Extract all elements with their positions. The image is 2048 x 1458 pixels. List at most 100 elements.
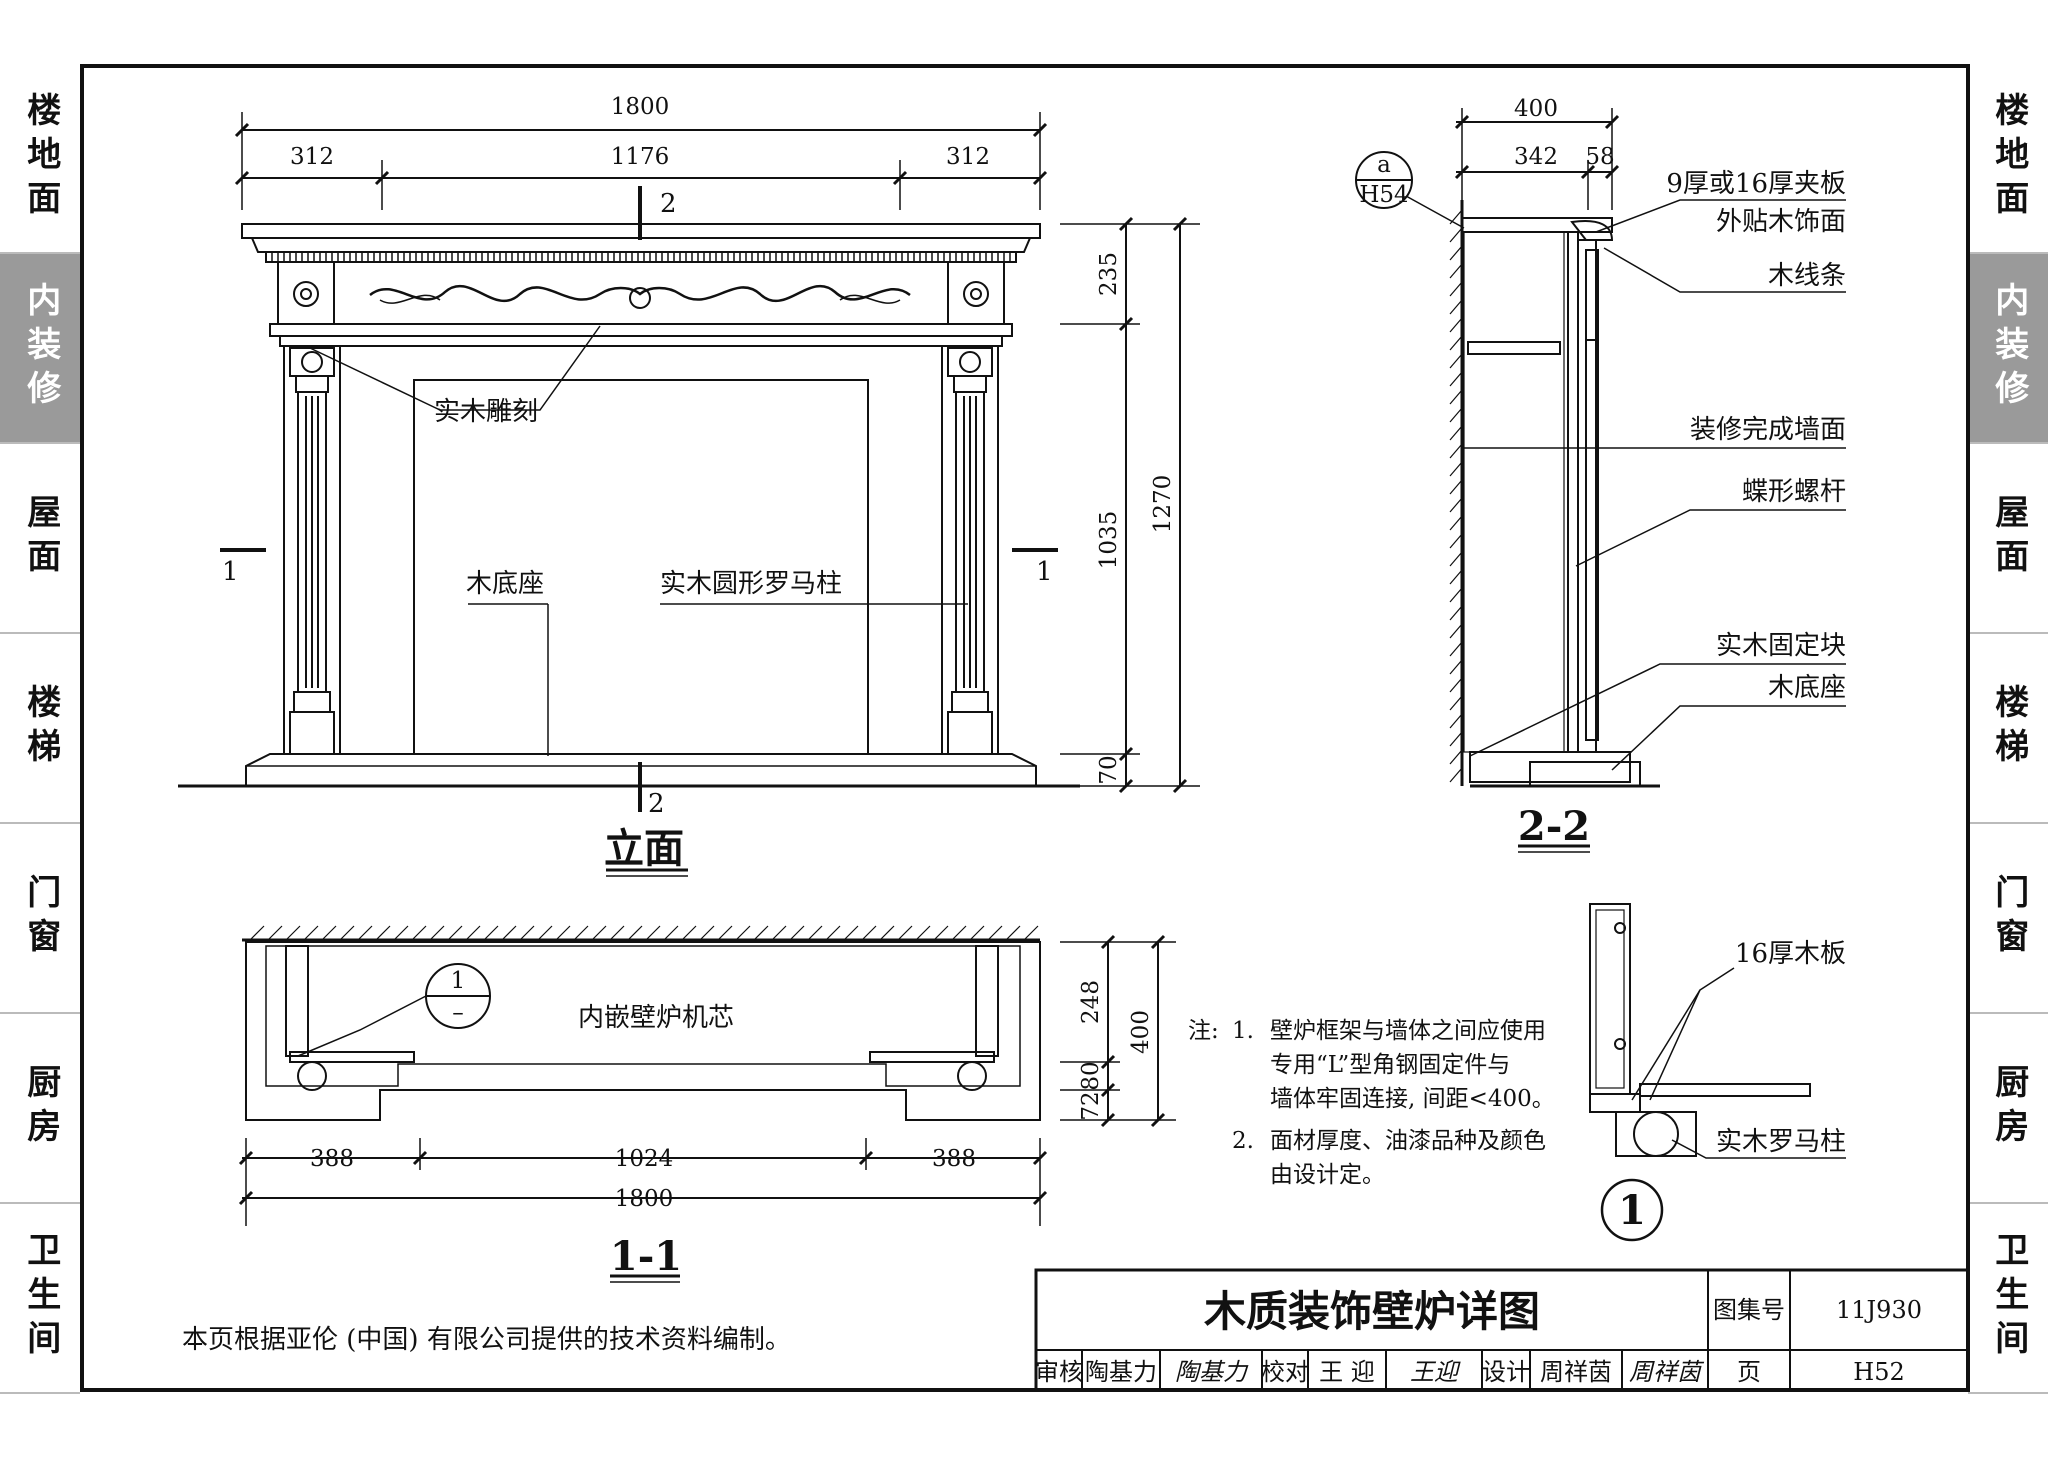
label-plywood-2: 外贴木饰面 bbox=[1716, 207, 1846, 237]
design-label: 设计 bbox=[1482, 1358, 1530, 1386]
dim-11-400: 400 bbox=[1128, 1010, 1154, 1054]
label-bolt: 蝶形螺杆 bbox=[1742, 477, 1846, 507]
label-insert: 内嵌壁炉机芯 bbox=[578, 1003, 734, 1033]
atlas-number: 11J930 bbox=[1836, 1296, 1922, 1324]
dim-22-b: 58 bbox=[1585, 144, 1614, 170]
right-tab-label: 楼梯 bbox=[1988, 684, 2029, 772]
section-11-title: 1-1 bbox=[610, 1233, 682, 1280]
label-base: 木底座 bbox=[466, 569, 544, 599]
note-1-line-3: 墙体牢固连接, 间距<400。 bbox=[1270, 1086, 1555, 1112]
left-tab-label: 楼地面 bbox=[20, 92, 61, 224]
right-tab-label: 厨房 bbox=[1988, 1064, 2029, 1152]
reviewer-signature: 陶基力 bbox=[1175, 1358, 1249, 1386]
detail-ref-1: 1 bbox=[451, 968, 466, 994]
checker-name: 王 迎 bbox=[1319, 1358, 1375, 1386]
review-label: 审核 bbox=[1035, 1358, 1083, 1386]
reviewer-name: 陶基力 bbox=[1085, 1358, 1157, 1386]
section-mark-2-bottom: 2 bbox=[648, 789, 665, 819]
right-tab-3[interactable]: 楼梯 bbox=[1968, 634, 2048, 824]
designer-signature: 周祥茵 bbox=[1629, 1358, 1705, 1386]
left-tab-label: 楼梯 bbox=[20, 684, 61, 772]
right-chapter-tabs: 楼地面内装修屋面楼梯门窗厨房卫生间 bbox=[1968, 64, 2048, 1394]
section-mark-1-left: 1 bbox=[222, 557, 239, 587]
label-plywood-1: 9厚或16厚夹板 bbox=[1666, 169, 1846, 199]
detail-ref-h54: H54 bbox=[1359, 182, 1408, 208]
designer-name: 周祥茵 bbox=[1540, 1358, 1612, 1386]
left-tab-label: 厨房 bbox=[20, 1064, 61, 1152]
left-tab-0[interactable]: 楼地面 bbox=[0, 64, 80, 254]
detail-ref-dash: – bbox=[452, 1000, 464, 1026]
left-tab-1[interactable]: 内装修 bbox=[0, 254, 80, 444]
section-22-title: 2-2 bbox=[1518, 803, 1590, 850]
sheet-border bbox=[80, 64, 1970, 1392]
notes-prefix: 注: bbox=[1188, 1018, 1219, 1044]
section-mark-2-top: 2 bbox=[660, 189, 677, 219]
label-board: 16厚木板 bbox=[1735, 939, 1846, 969]
right-tab-label: 内装修 bbox=[1988, 282, 2029, 414]
label-block: 实木固定块 bbox=[1716, 631, 1846, 661]
right-tab-4[interactable]: 门窗 bbox=[1968, 824, 2048, 1014]
note-1-num: 1. bbox=[1232, 1018, 1254, 1044]
note-1-line-1: 壁炉框架与墙体之间应使用 bbox=[1270, 1018, 1546, 1044]
dim-11-248: 248 bbox=[1078, 980, 1104, 1024]
sheet-title: 木质装饰壁炉详图 bbox=[1204, 1287, 1540, 1336]
right-tab-6[interactable]: 卫生间 bbox=[1968, 1204, 2048, 1394]
left-tab-label: 卫生间 bbox=[20, 1232, 61, 1364]
note-2-num: 2. bbox=[1232, 1128, 1254, 1154]
left-tab-4[interactable]: 门窗 bbox=[0, 824, 80, 1014]
dim-left: 312 bbox=[290, 144, 334, 170]
dim-11-left: 388 bbox=[310, 1146, 354, 1172]
left-tab-6[interactable]: 卫生间 bbox=[0, 1204, 80, 1394]
right-tab-0[interactable]: 楼地面 bbox=[1968, 64, 2048, 254]
elevation-title: 立面 bbox=[604, 825, 684, 872]
section-2-2-view bbox=[1355, 108, 1846, 853]
label-wall: 装修完成墙面 bbox=[1690, 415, 1846, 445]
footer-note: 本页根据亚伦 (中国) 有限公司提供的技术资料编制。 bbox=[182, 1325, 791, 1355]
right-tab-label: 屋面 bbox=[1988, 494, 2029, 582]
dim-11-middle: 1024 bbox=[615, 1146, 674, 1172]
right-tab-2[interactable]: 屋面 bbox=[1968, 444, 2048, 634]
left-tab-3[interactable]: 楼梯 bbox=[0, 634, 80, 824]
detail-1-marker: 1 bbox=[1618, 1187, 1646, 1234]
checker-signature: 王迎 bbox=[1410, 1358, 1461, 1386]
dim-11-72: 72 bbox=[1078, 1091, 1104, 1120]
dim-11-right: 388 bbox=[932, 1146, 976, 1172]
check-label: 校对 bbox=[1261, 1358, 1309, 1386]
dim-top-band: 235 bbox=[1096, 252, 1122, 296]
left-tab-label: 内装修 bbox=[20, 282, 61, 414]
right-tab-1[interactable]: 内装修 bbox=[1968, 254, 2048, 444]
section-mark-1-right: 1 bbox=[1036, 557, 1053, 587]
label-molding: 木线条 bbox=[1768, 261, 1846, 291]
left-tab-5[interactable]: 厨房 bbox=[0, 1014, 80, 1204]
dim-11-total: 1800 bbox=[615, 1186, 674, 1212]
label-base-22: 木底座 bbox=[1768, 673, 1846, 703]
detail-ref-a: a bbox=[1377, 152, 1391, 178]
right-tab-label: 门窗 bbox=[1988, 874, 2029, 962]
title-block bbox=[1034, 1268, 1970, 1392]
elevation-view bbox=[178, 112, 1200, 877]
label-roman-column: 实木罗马柱 bbox=[1716, 1127, 1846, 1157]
label-carving: 实木雕刻 bbox=[434, 397, 538, 427]
note-2-line-2: 由设计定。 bbox=[1270, 1162, 1385, 1188]
detail-1-view bbox=[1589, 903, 1846, 1242]
page-label: 页 bbox=[1737, 1358, 1761, 1386]
dim-middle: 1176 bbox=[611, 144, 670, 170]
left-tab-label: 门窗 bbox=[20, 874, 61, 962]
atlas-label: 图集号 bbox=[1713, 1296, 1785, 1324]
label-column: 实木圆形罗马柱 bbox=[660, 569, 842, 599]
right-tab-label: 楼地面 bbox=[1988, 92, 2029, 224]
left-tab-2[interactable]: 屋面 bbox=[0, 444, 80, 634]
dim-total-width: 1800 bbox=[611, 94, 670, 120]
left-tab-label: 屋面 bbox=[20, 494, 61, 582]
right-tab-5[interactable]: 厨房 bbox=[1968, 1014, 2048, 1204]
left-chapter-tabs: 楼地面内装修屋面楼梯门窗厨房卫生间 bbox=[0, 64, 80, 1394]
section-1-1-view bbox=[238, 925, 1176, 1283]
dim-right: 312 bbox=[946, 144, 990, 170]
right-tab-label: 卫生间 bbox=[1988, 1232, 2029, 1364]
dim-opening: 1035 bbox=[1096, 511, 1122, 570]
note-2-line-1: 面材厚度、油漆品种及颜色 bbox=[1270, 1128, 1546, 1154]
dim-total-height: 1270 bbox=[1150, 475, 1176, 534]
note-1-line-2: 专用“L”型角钢固定件与 bbox=[1270, 1052, 1510, 1078]
dim-11-80: 80 bbox=[1078, 1061, 1104, 1090]
